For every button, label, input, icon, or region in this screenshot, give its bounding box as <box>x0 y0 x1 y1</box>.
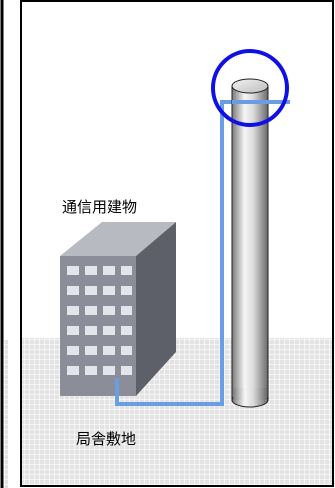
utility-pole-icon <box>231 78 269 408</box>
highlight-circle <box>211 49 289 127</box>
building-label: 通信用建物 <box>62 198 138 216</box>
site-label: 局舎敷地 <box>76 430 137 448</box>
building-icon <box>60 222 176 396</box>
neighbor-panel-ground <box>4 340 8 488</box>
